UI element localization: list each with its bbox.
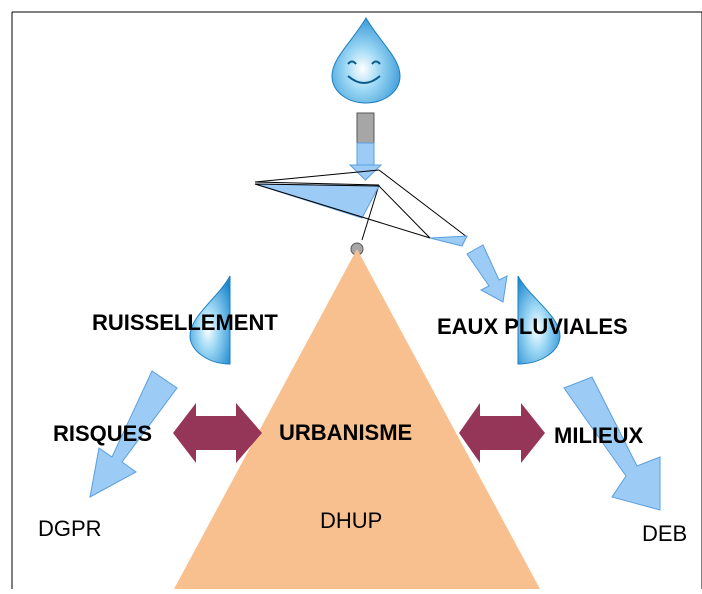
downpipe-arrow <box>348 112 383 181</box>
risks-label: RISQUES <box>53 421 153 446</box>
stormwater-arrow <box>466 244 508 303</box>
environments-arrow <box>563 376 661 511</box>
water-drop-smiley-icon <box>331 17 401 104</box>
runoff-label: RUISSELLEMENT <box>92 310 278 335</box>
risks-arrow <box>89 370 178 498</box>
dhup-label: DHUP <box>320 508 383 533</box>
urbanism-label: URBANISME <box>279 420 413 445</box>
environments-label: MILIEUX <box>554 423 644 448</box>
urbanism-environments-double-arrow <box>459 403 545 463</box>
stormwater-label: EAUX PLUVIALES <box>437 314 628 339</box>
water-drop-left-icon <box>189 275 231 365</box>
roof-funnel <box>254 169 468 247</box>
dgpr-label: DGPR <box>38 516 102 541</box>
deb-label: DEB <box>642 521 688 546</box>
urbanism-triangle <box>174 249 540 589</box>
risks-urbanism-double-arrow <box>173 403 262 463</box>
water-drop-right-icon <box>517 275 561 365</box>
